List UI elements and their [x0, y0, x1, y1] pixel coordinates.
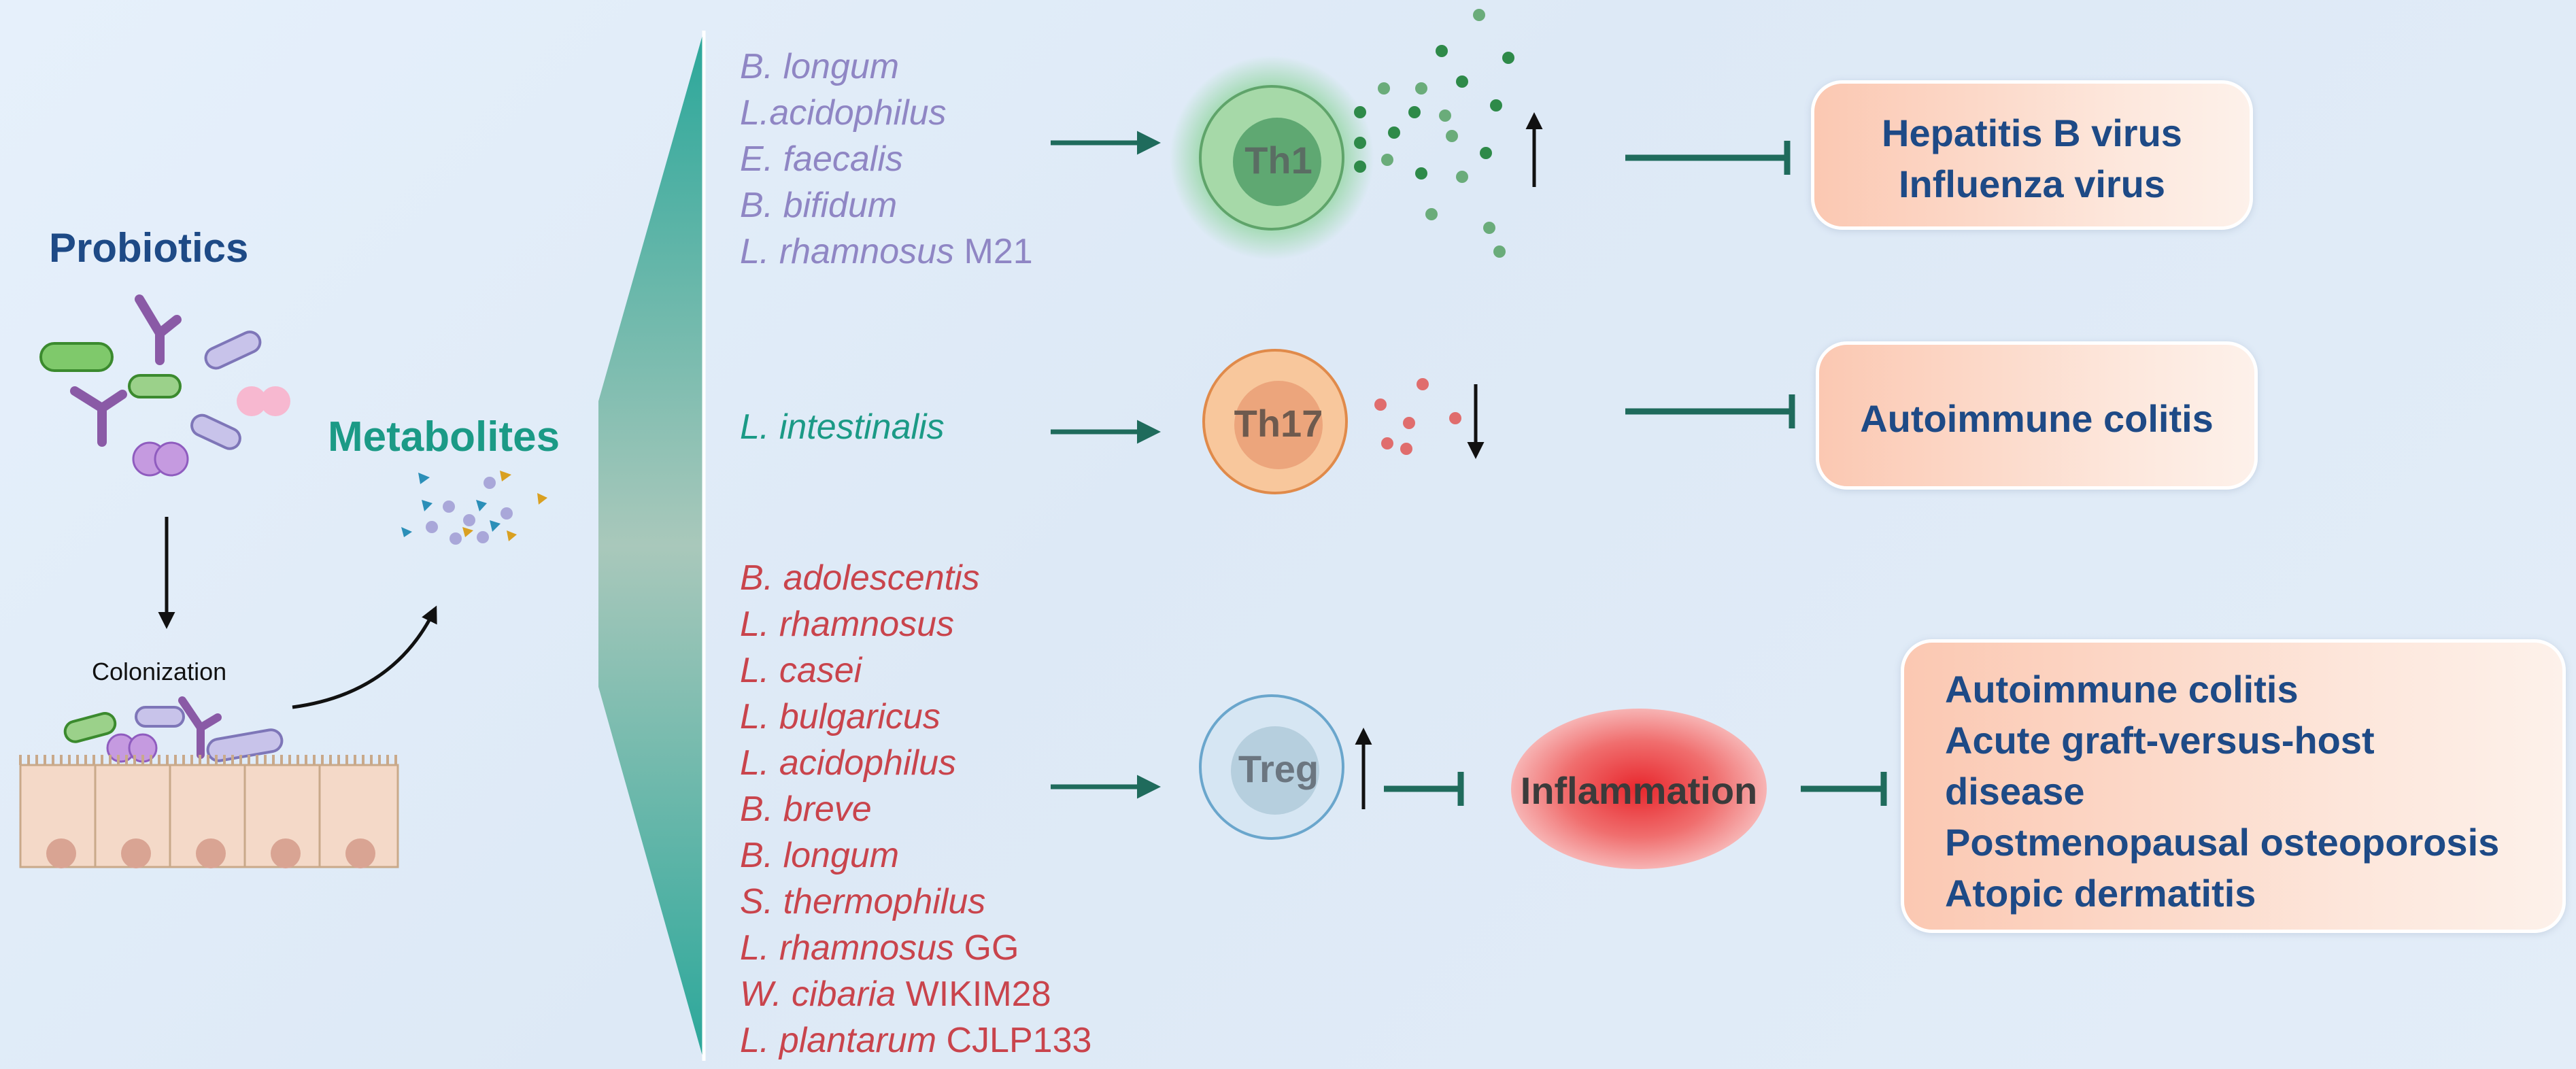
outcome-item: Autoimmune colitis	[1945, 668, 2299, 711]
species-item: B. bifidum	[740, 186, 898, 225]
metabolites-particles-icon	[401, 471, 547, 545]
metabolites-arrow	[292, 605, 437, 709]
species-item: L. casei	[740, 651, 862, 690]
outcome-item: Atopic dermatitis	[1945, 872, 2256, 915]
species-item: B. adolescentis	[740, 558, 980, 598]
th17-cell-label: Th17	[1234, 402, 1323, 445]
species-item: B. breve	[740, 790, 872, 829]
outcome-item: disease	[1945, 770, 2085, 813]
treg-outcome-box: Autoimmune colitis Acute graft-versus-ho…	[1901, 639, 2566, 933]
th17-cell-nucleus	[1234, 381, 1323, 469]
species-item: S. thermophilus	[740, 882, 986, 921]
th17-outcome-box: Autoimmune colitis	[1816, 341, 2258, 490]
species-item: L.acidophilus	[740, 93, 947, 133]
colonization-bacteria-icon	[63, 696, 284, 763]
outcome-item: Postmenopausal osteoporosis	[1945, 821, 2500, 864]
treg-cell-nucleus	[1231, 726, 1319, 815]
th1-cytokine-dots-icon	[1354, 9, 1514, 258]
species-item: B. longum	[740, 47, 900, 86]
probiotics-label: Probiotics	[49, 225, 249, 271]
treg-cell-label: Treg	[1238, 747, 1319, 790]
species-item: L. plantarum CJLP133	[740, 1021, 1092, 1060]
species-item: B. longum	[740, 836, 900, 875]
th1-cell-nucleus	[1233, 118, 1321, 206]
species-item: L. acidophilus	[740, 743, 956, 783]
species-item: E. faecalis	[740, 139, 903, 179]
th1-cell-label: Th1	[1244, 139, 1312, 182]
species-item: L. rhamnosus	[740, 605, 955, 644]
outcome-item: Hepatitis B virus	[1882, 112, 2182, 154]
species-item: W. cibaria WIKIM28	[740, 974, 1051, 1014]
inflammation-ellipse	[1511, 709, 1767, 869]
species-item: L. rhamnosus M21	[740, 232, 1033, 271]
th17-cytokine-dots-icon	[1374, 378, 1461, 455]
species-item: L. intestinalis	[740, 407, 945, 447]
colonization-label: Colonization	[92, 658, 227, 685]
species-item: L. rhamnosus GG	[740, 928, 1019, 968]
probiotics-bacteria-icon	[39, 294, 290, 477]
inflammation-label: Inflammation	[1520, 769, 1758, 812]
intestinal-epithelium-icon	[19, 755, 399, 868]
th1-outcome-box: Hepatitis B virus Influenza virus	[1811, 80, 2253, 230]
outcome-item: Acute graft-versus-host	[1945, 719, 2375, 762]
outcome-item: Influenza virus	[1898, 163, 2166, 205]
metabolites-label: Metabolites	[328, 413, 560, 460]
species-item: L. bulgaricus	[740, 697, 940, 736]
outcome-item: Autoimmune colitis	[1860, 397, 2214, 440]
expansion-wedge	[598, 31, 704, 1061]
